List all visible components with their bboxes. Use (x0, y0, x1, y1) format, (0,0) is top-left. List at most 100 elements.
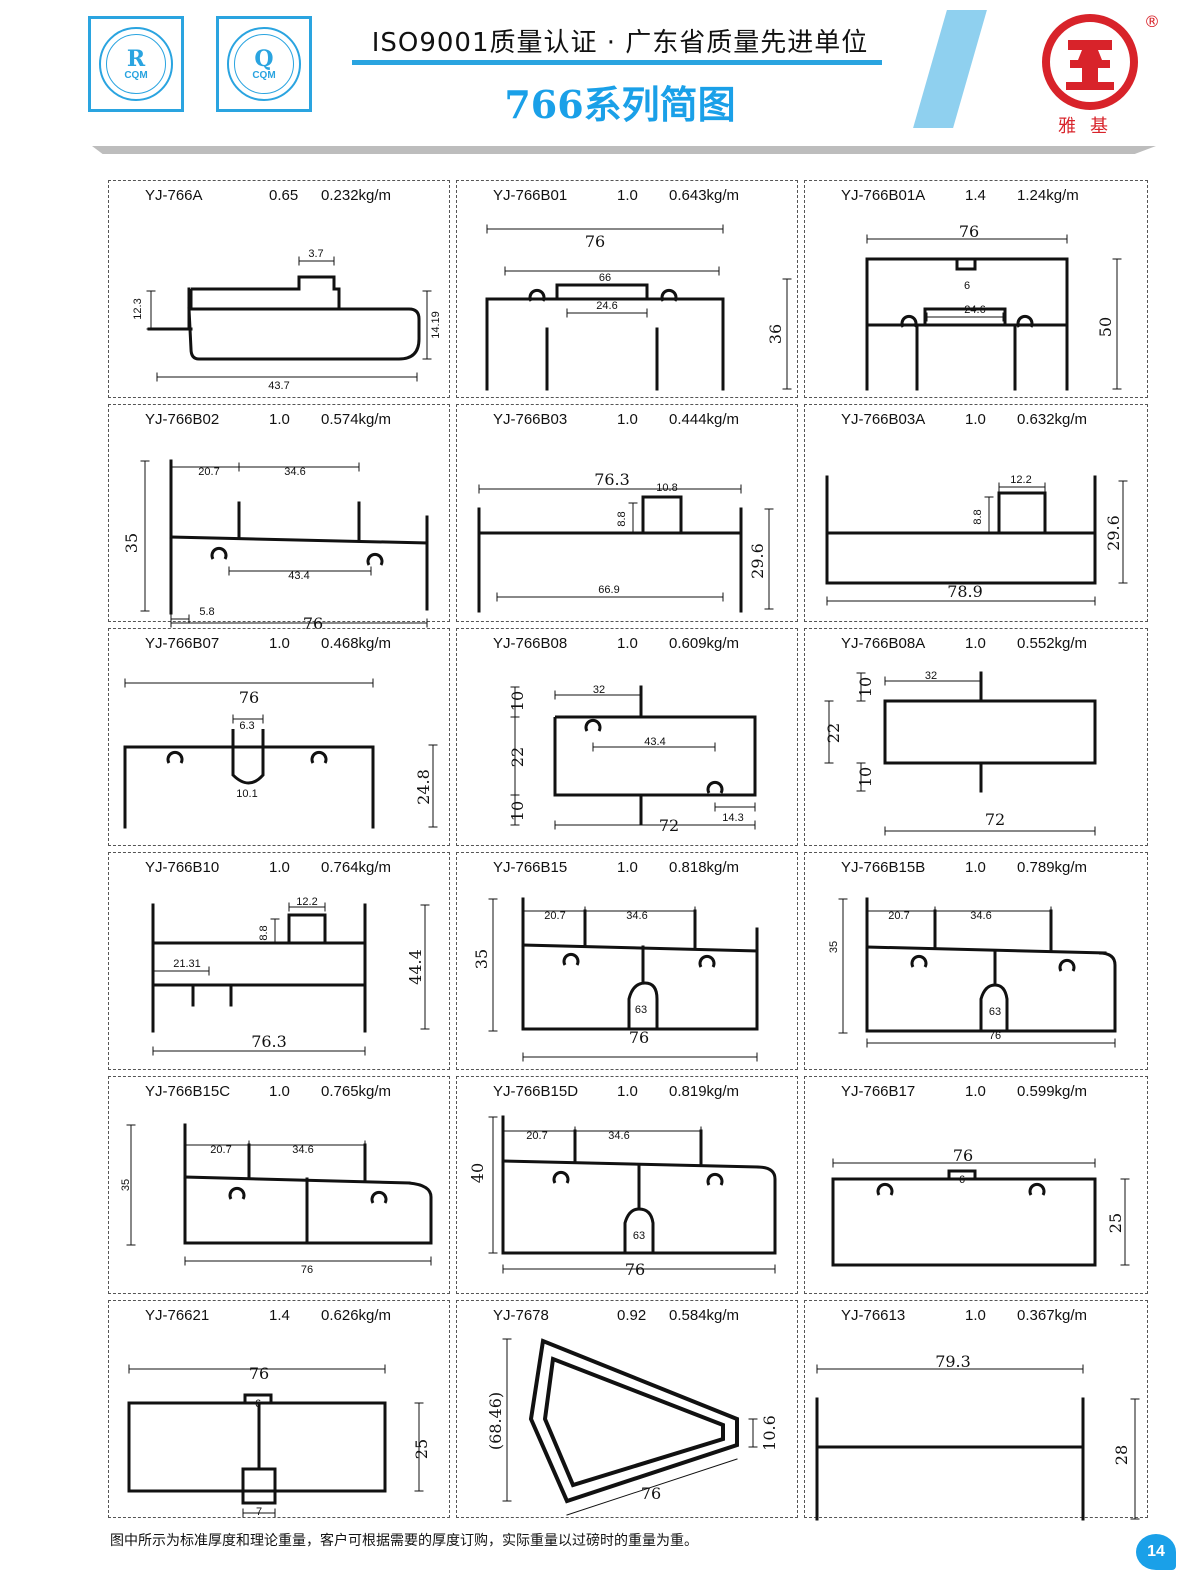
profile-model: YJ-766B07 (145, 635, 220, 652)
profile-drawing: 76 6 25 7 (127, 1364, 431, 1518)
dim-label: 76 (641, 1484, 661, 1503)
dim-label: 76 (249, 1364, 269, 1383)
dim-label: 25 (1106, 1213, 1125, 1233)
profile-thickness: 1.0 (617, 411, 638, 428)
dim-label: 12.3 (132, 298, 144, 319)
cert-badge-q: Q CQM (216, 16, 312, 112)
dim-label: 34.6 (970, 910, 991, 922)
dim-label: 29.6 (748, 543, 767, 579)
profile-model: YJ-766B03A (841, 411, 926, 428)
profile-weight: 0.574kg/m (321, 411, 392, 428)
dim-label: 28 (1112, 1445, 1131, 1465)
dim-label: 20.7 (888, 910, 909, 922)
dim-label: 6 (964, 280, 970, 292)
dim-label: 72 (659, 816, 679, 835)
dim-label: 6 (255, 1398, 261, 1410)
dim-label: 66.9 (598, 584, 619, 596)
dim-label: 34.6 (608, 1130, 629, 1142)
dim-label: 7 (256, 1506, 262, 1518)
dim-label: 34.6 (626, 910, 647, 922)
profile-thickness: 1.0 (965, 635, 986, 652)
dim-label: 63 (635, 1004, 647, 1016)
profile-thickness: 1.4 (965, 187, 986, 204)
dim-label: 40 (468, 1163, 487, 1183)
cert-q-sub: CQM (252, 69, 276, 81)
profile-weight: 0.444kg/m (669, 411, 740, 428)
dim-label: 76 (959, 222, 979, 241)
cert-q-letter: Q (254, 45, 274, 72)
dim-label: 63 (989, 1006, 1001, 1018)
dim-label: 6 (959, 1174, 965, 1186)
dim-label: 50 (1096, 317, 1115, 337)
brand-name: 雅基 (1058, 116, 1122, 137)
dim-label: 21.31 (173, 958, 201, 970)
profile-model: YJ-766B08 (493, 635, 568, 652)
dim-label: 43.4 (288, 570, 309, 582)
profile-drawing: 12.2 8.8 21.31 44.4 76.3 (151, 896, 430, 1056)
dim-label: 43.7 (268, 380, 289, 392)
profile-weight: 0.764kg/m (321, 859, 392, 876)
dim-label: 10.1 (236, 788, 257, 800)
profile-model: YJ-766B15D (493, 1083, 579, 1100)
dim-label: 10.6 (760, 1415, 779, 1451)
profile-thickness: 1.0 (269, 859, 290, 876)
dim-label: 8.8 (258, 925, 270, 940)
dim-label: 76.3 (251, 1032, 287, 1051)
cert-r-sub: CQM (124, 69, 148, 81)
dim-label: 63 (633, 1230, 645, 1242)
profile-thickness: 0.92 (617, 1307, 647, 1324)
dim-label: 32 (925, 670, 937, 682)
header-divider (92, 146, 1156, 154)
profile-thickness: 1.0 (965, 1307, 986, 1324)
footer-note: 图中所示为标准厚度和理论重量，客户可根据需要的厚度订购，实际重量以过磅时的重量为… (110, 1533, 698, 1549)
profile-weight: 0.552kg/m (1017, 635, 1088, 652)
dim-label: 72 (985, 810, 1005, 829)
dim-label: 6.3 (239, 720, 254, 732)
dim-label: 10.8 (656, 482, 677, 494)
profile-model: YJ-766B02 (145, 411, 220, 428)
profile-weight: 0.367kg/m (1017, 1307, 1088, 1324)
dim-label: 3.7 (308, 248, 323, 260)
profile-thickness: 1.0 (617, 187, 638, 204)
dim-label: 14.19 (430, 311, 442, 339)
profile-drawing: 3.7 12.3 14.19 43.7 (132, 248, 442, 392)
profile-weight: 0.643kg/m (669, 187, 740, 204)
profile-weight: 0.818kg/m (669, 859, 740, 876)
dim-label: 32 (593, 684, 605, 696)
dim-label: 10 (508, 801, 527, 821)
profile-weight: 0.468kg/m (321, 635, 392, 652)
dim-label: 43.4 (644, 736, 665, 748)
dim-label: 44.4 (406, 949, 425, 985)
brand-logo: 雅基 (1040, 10, 1140, 137)
dim-label: 24.8 (414, 769, 433, 805)
dim-label: 12.2 (296, 896, 317, 908)
header-title: ISO9001质量认证 · 广东省质量先进单位 (371, 28, 869, 58)
profile-model: YJ-766B15 (493, 859, 568, 876)
profile-model: YJ-766B15B (841, 859, 926, 876)
profile-weight: 1.24kg/m (1017, 187, 1079, 204)
profile-model: YJ-7678 (493, 1307, 549, 1324)
profile-weight: 0.789kg/m (1017, 859, 1088, 876)
profile-weight: 0.632kg/m (1017, 411, 1088, 428)
dim-label: 25 (412, 1439, 431, 1459)
cert-badge-r: R CQM (88, 16, 184, 112)
dim-label: 76 (629, 1028, 649, 1047)
